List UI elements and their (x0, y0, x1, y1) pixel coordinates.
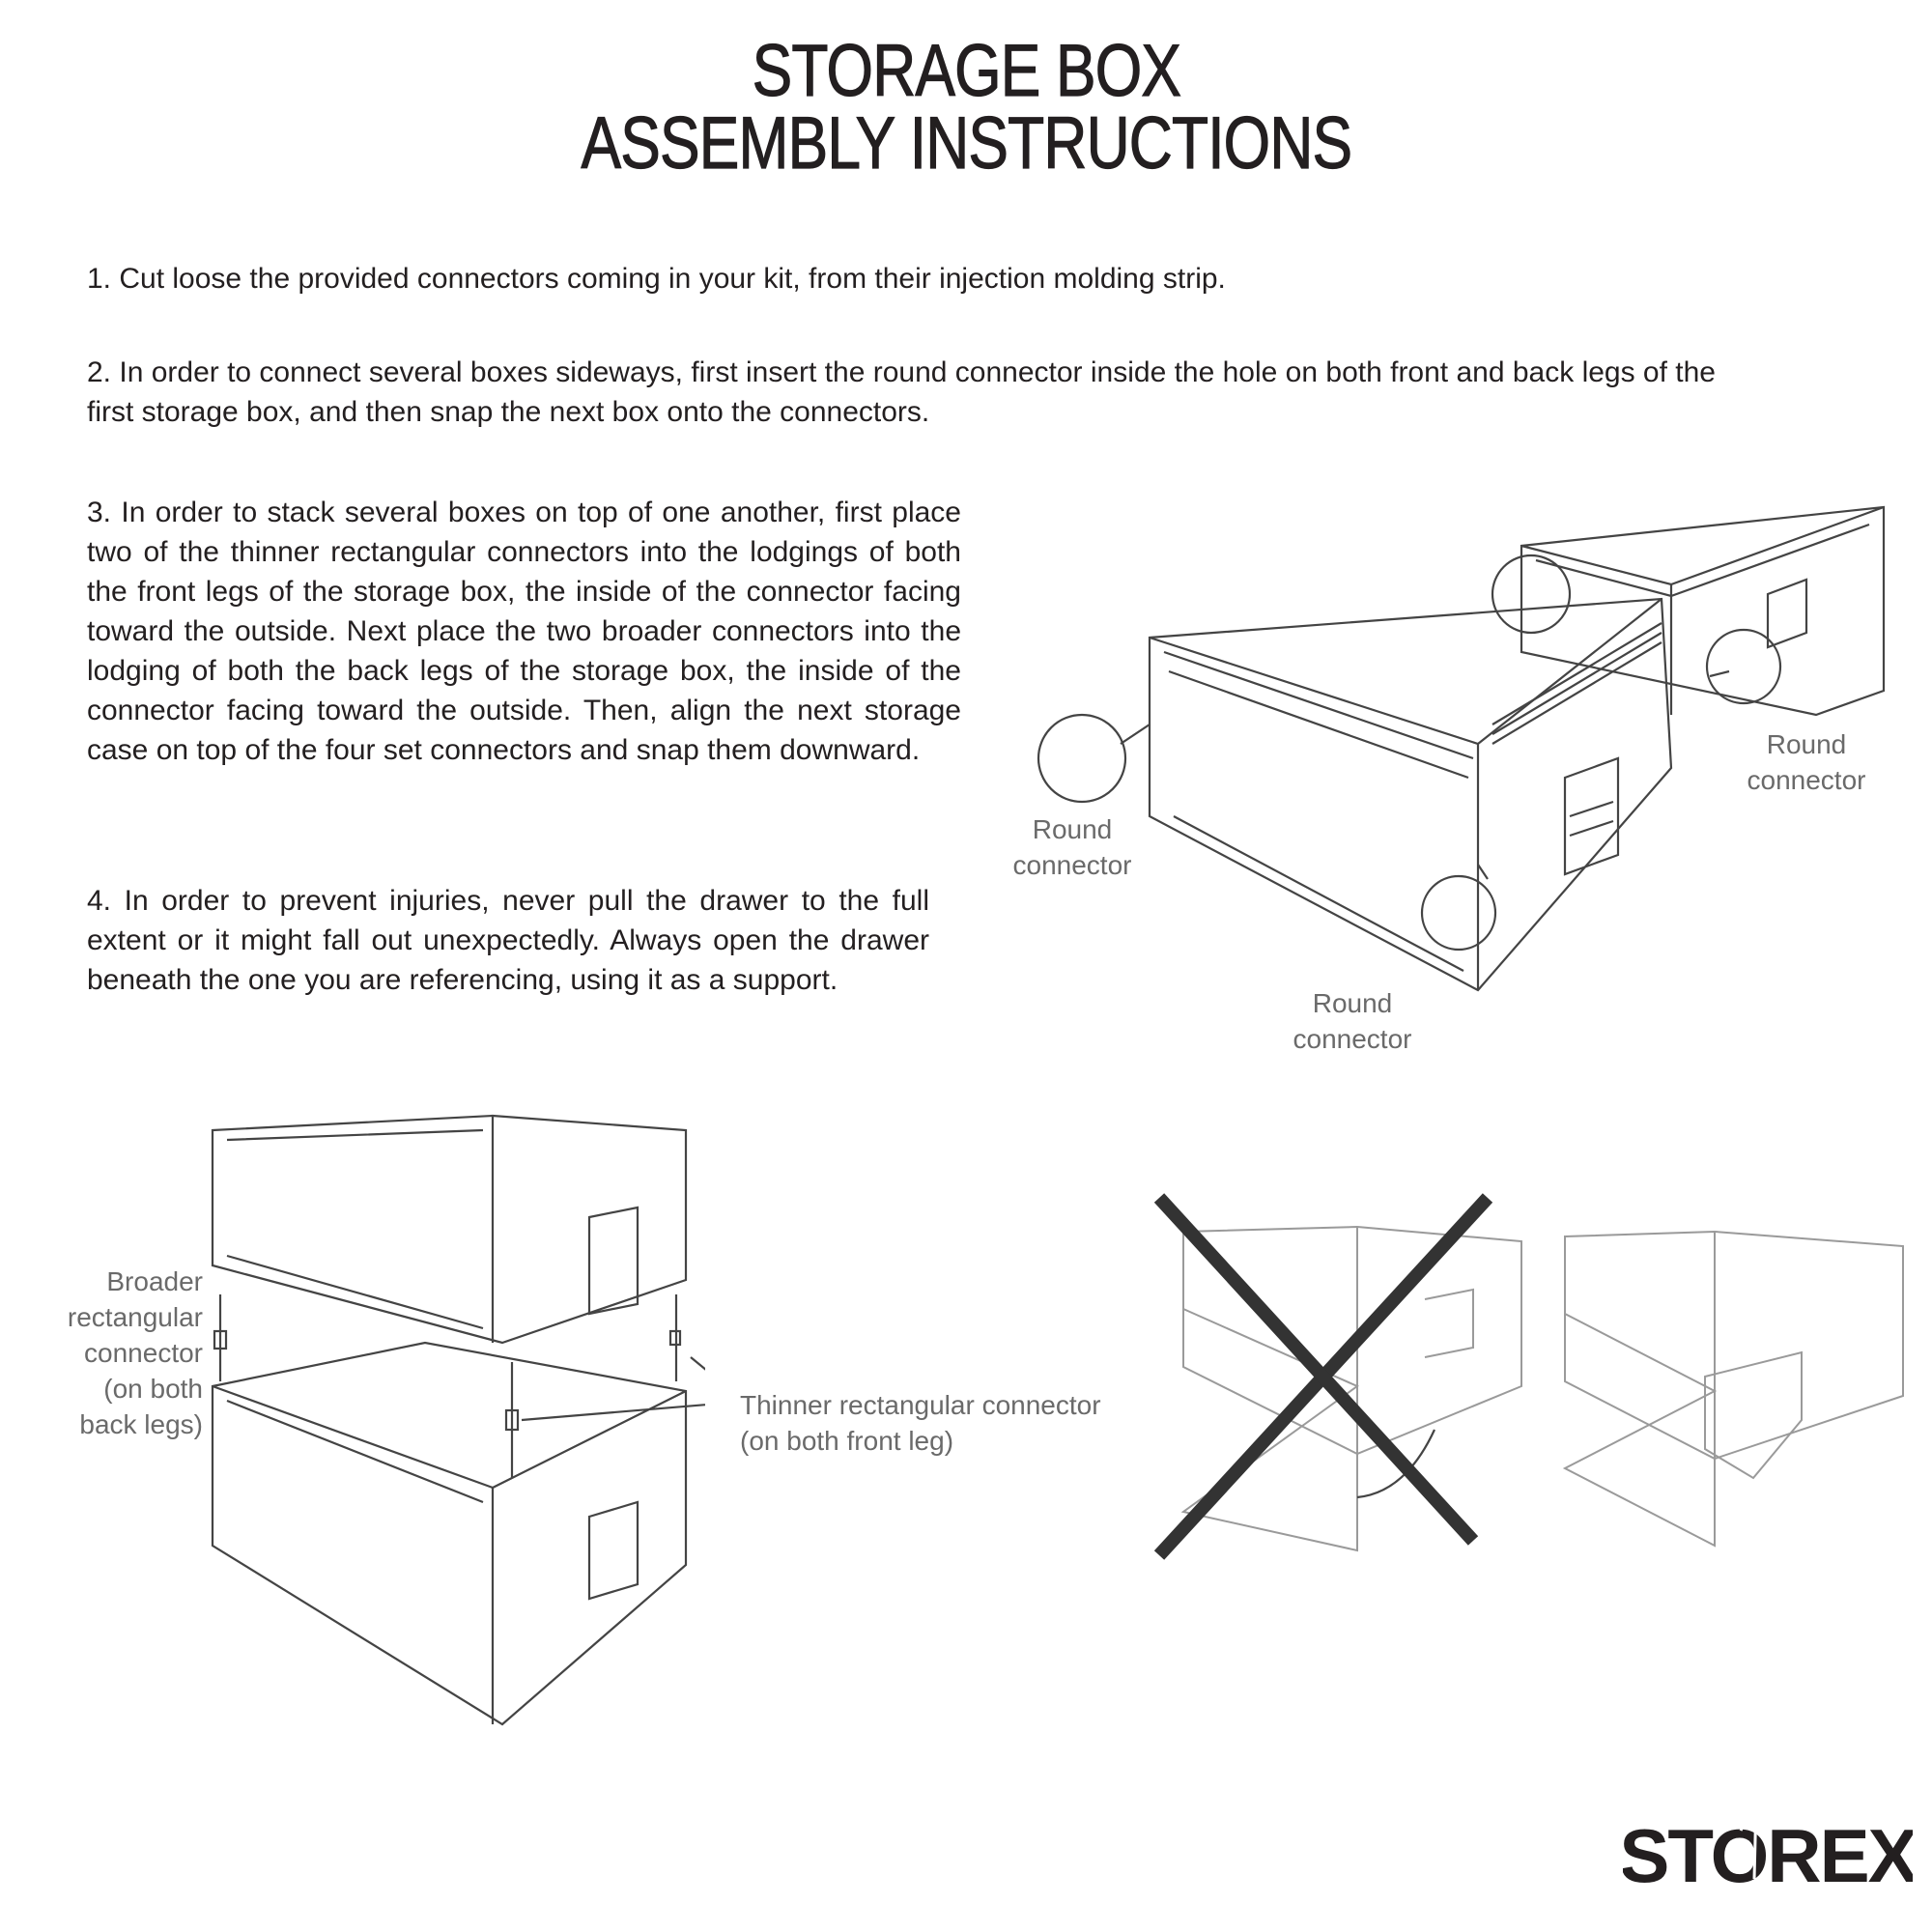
title-line-1: STORAGE BOX (752, 30, 1181, 112)
drawer-wrong-diagram (1153, 1193, 1522, 1560)
step-4: 4. In order to prevent injuries, never p… (87, 885, 929, 996)
label-thinner-connector: Thinner rectangular connector (on both f… (740, 1390, 1101, 1456)
svg-text:STOREX: STOREX (1623, 1813, 1913, 1889)
label-broader-connector: Broader rectangular connector (on both b… (67, 1266, 203, 1439)
label-round-connector-bottom: Round connector (1293, 988, 1412, 1054)
step-3: 3. In order to stack several boxes on to… (87, 497, 961, 766)
step-2: 2. In order to connect several boxes sid… (87, 356, 1716, 428)
step-1: 1. Cut loose the provided connectors com… (87, 263, 1226, 295)
label-round-connector-right: Round connector (1747, 729, 1866, 795)
drawer-correct-diagram (1562, 1230, 1904, 1548)
side-connection-diagram (1037, 505, 1886, 992)
title-line-2: ASSEMBLY INSTRUCTIONS (581, 102, 1353, 185)
stacking-diagram (211, 1114, 705, 1726)
label-round-connector-left: Round connector (1012, 814, 1132, 880)
storex-logo: STOREX (1623, 1799, 1913, 1889)
